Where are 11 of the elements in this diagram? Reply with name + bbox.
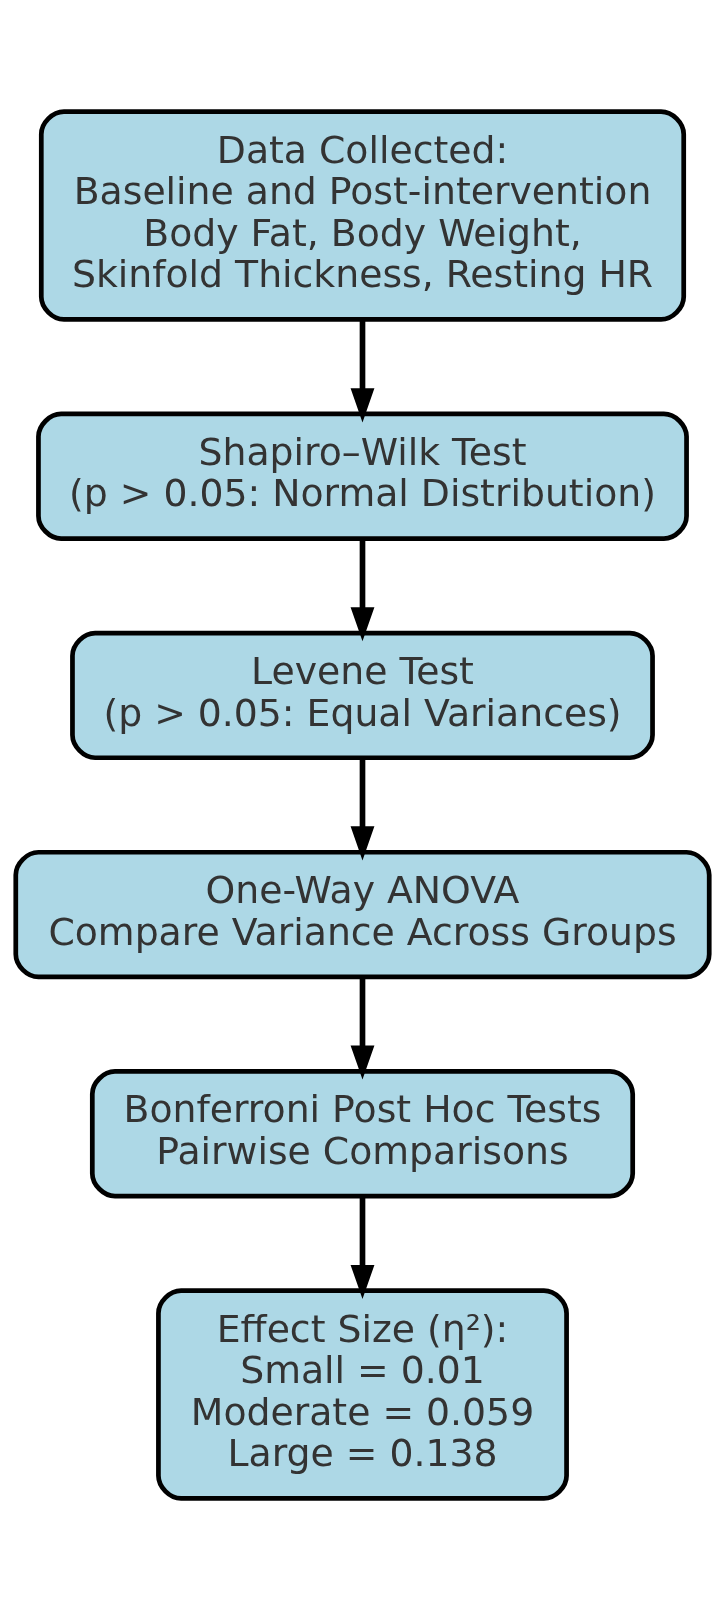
arrow [350, 319, 375, 422]
arrow [350, 1196, 375, 1299]
node-box: Data Collected: Baseline and Post-intervention Body Fat, Body Weight, Skinfold Thickness, Resting HR [38, 108, 687, 322]
node-box: Bonferroni Post Hoc Tests Pairwise Comparisons [89, 1068, 636, 1198]
arrow [350, 538, 375, 641]
node-box: Effect Size (η²): Small = 0.01 Moderate = 0.059 Large = 0.138 [156, 1287, 569, 1501]
node-box: Shapiro–Wilk Test (p > 0.05: Normal Distribution) [36, 411, 689, 541]
node-box: Levene Test (p > 0.05: Equal Variances) [70, 630, 655, 760]
arrow [350, 757, 375, 860]
node-box: One-Way ANOVA Compare Variance Across Groups [13, 849, 712, 979]
arrow [350, 976, 375, 1080]
